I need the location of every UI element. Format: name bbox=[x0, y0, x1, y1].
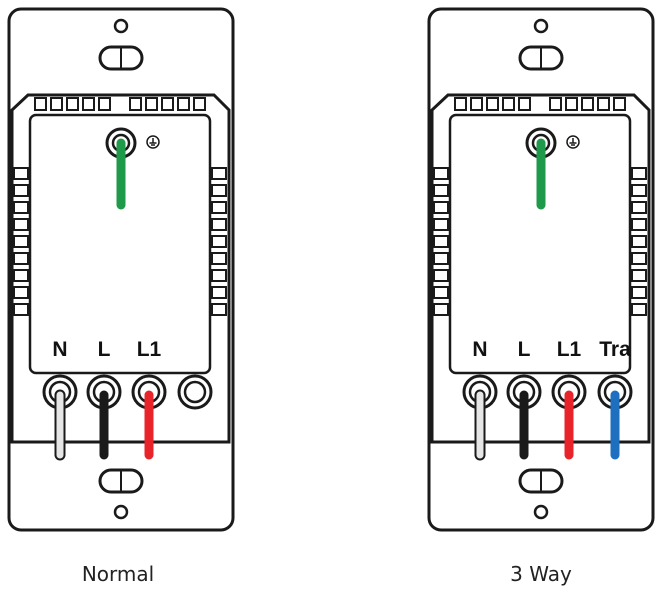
side-clip bbox=[631, 286, 647, 299]
side-clip bbox=[631, 269, 647, 282]
switch-diagram-0: N L L1 bbox=[7, 7, 235, 532]
plate-screw-hole-top bbox=[533, 18, 549, 34]
terminal-label-n: N bbox=[52, 338, 67, 361]
terminal-label-l1: L1 bbox=[137, 338, 162, 361]
terminal-label-l: L bbox=[518, 338, 531, 361]
side-clip bbox=[211, 235, 227, 248]
terminal-label-tra: Tra bbox=[599, 338, 631, 361]
clip-tooth bbox=[129, 97, 142, 111]
side-clip bbox=[13, 235, 29, 248]
side-clip bbox=[13, 184, 29, 197]
terminal-label-l1: L1 bbox=[557, 338, 582, 361]
clip-tooth bbox=[518, 97, 531, 111]
side-clip bbox=[211, 286, 227, 299]
side-clip bbox=[433, 252, 449, 265]
side-clip bbox=[433, 235, 449, 248]
side-clip bbox=[13, 167, 29, 180]
clip-tooth bbox=[177, 97, 190, 111]
ground-icon bbox=[566, 135, 580, 149]
side-clip bbox=[433, 218, 449, 231]
terminal-label-l: L bbox=[98, 338, 111, 361]
side-clip bbox=[631, 303, 647, 316]
clip-tooth bbox=[34, 97, 47, 111]
caption-normal: Normal bbox=[81, 562, 155, 586]
ground-icon bbox=[146, 135, 160, 149]
clip-tooth bbox=[470, 97, 483, 111]
side-clip bbox=[631, 184, 647, 197]
side-clip bbox=[211, 269, 227, 282]
caption-3-way: 3 Way bbox=[510, 562, 572, 586]
side-clip bbox=[631, 252, 647, 265]
clip-tooth bbox=[581, 97, 594, 111]
plate-screw-hole-top bbox=[113, 18, 129, 34]
clip-tooth bbox=[502, 97, 515, 111]
terminal-screw-unlabeled bbox=[183, 380, 207, 404]
clip-tooth bbox=[193, 97, 206, 111]
side-clip bbox=[211, 303, 227, 316]
clip-tooth bbox=[565, 97, 578, 111]
side-clip bbox=[13, 252, 29, 265]
side-clip bbox=[433, 184, 449, 197]
side-clip bbox=[211, 218, 227, 231]
switch-diagram-1: N L L1 Tra bbox=[427, 7, 655, 532]
clip-tooth bbox=[145, 97, 158, 111]
side-clip bbox=[211, 201, 227, 214]
side-clip bbox=[433, 286, 449, 299]
side-clip bbox=[13, 218, 29, 231]
side-clip bbox=[631, 201, 647, 214]
side-clip bbox=[13, 286, 29, 299]
side-clip bbox=[433, 201, 449, 214]
clip-tooth bbox=[597, 97, 610, 111]
side-clip bbox=[13, 269, 29, 282]
terminal-label-n: N bbox=[472, 338, 487, 361]
plate-screw-hole-bottom bbox=[533, 504, 549, 520]
device-body bbox=[28, 113, 212, 375]
clip-tooth bbox=[98, 97, 111, 111]
clip-tooth bbox=[454, 97, 467, 111]
device-body bbox=[448, 113, 632, 375]
clip-tooth bbox=[66, 97, 79, 111]
side-clip bbox=[631, 167, 647, 180]
side-clip bbox=[211, 252, 227, 265]
clip-tooth bbox=[50, 97, 63, 111]
plate-screw-hole-bottom bbox=[113, 504, 129, 520]
side-clip bbox=[433, 269, 449, 282]
clip-tooth bbox=[486, 97, 499, 111]
side-clip bbox=[433, 167, 449, 180]
side-clip bbox=[211, 184, 227, 197]
side-clip bbox=[433, 303, 449, 316]
side-clip bbox=[631, 218, 647, 231]
clip-tooth bbox=[613, 97, 626, 111]
side-clip bbox=[631, 235, 647, 248]
clip-tooth bbox=[82, 97, 95, 111]
clip-tooth bbox=[549, 97, 562, 111]
side-clip bbox=[13, 303, 29, 316]
side-clip bbox=[211, 167, 227, 180]
side-clip bbox=[13, 201, 29, 214]
clip-tooth bbox=[161, 97, 174, 111]
